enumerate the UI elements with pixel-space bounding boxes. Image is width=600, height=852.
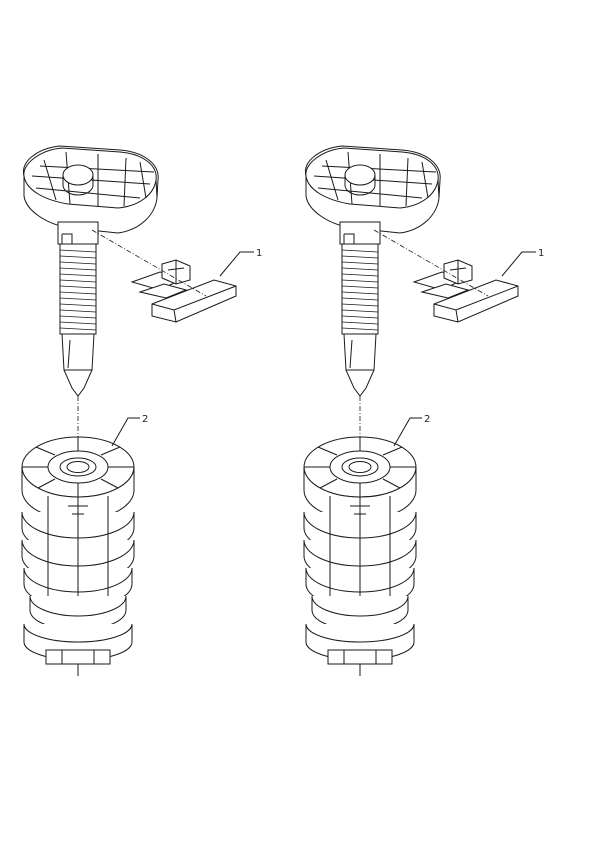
callout-number: 2 <box>142 414 148 425</box>
assembly-axis-line <box>77 229 207 440</box>
assembly-axis-line <box>359 229 489 440</box>
leader-line <box>501 251 536 277</box>
locking-clip-right <box>413 259 519 323</box>
leader-line <box>111 417 140 447</box>
adjustment-screw-right <box>304 145 441 397</box>
callout-number: 1 <box>256 248 262 259</box>
assembly-left: 1 2 <box>21 145 262 677</box>
leader-line <box>393 417 422 447</box>
adjustment-screw-left <box>22 145 159 397</box>
callout-number: 1 <box>538 248 544 259</box>
assembly-right: 1 2 <box>303 145 544 677</box>
foot-base-right <box>303 436 417 677</box>
callout-number: 2 <box>424 414 430 425</box>
foot-base-left <box>21 436 135 677</box>
leader-line <box>219 251 254 277</box>
locking-clip-left <box>131 259 237 323</box>
